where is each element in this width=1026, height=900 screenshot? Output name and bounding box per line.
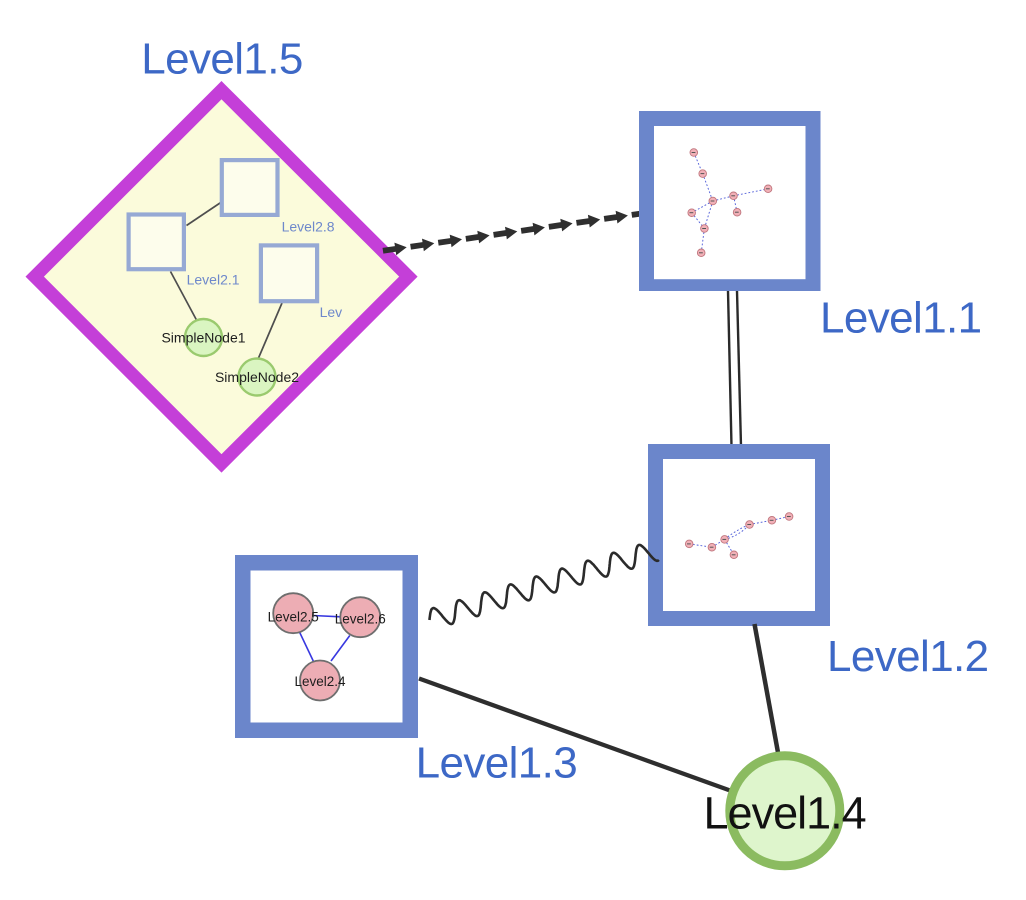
svg-text:Level1.2: Level1.2 <box>827 632 989 681</box>
svg-text:Level1.3: Level1.3 <box>416 739 578 788</box>
svg-text:Level1.1: Level1.1 <box>820 294 982 343</box>
svg-text:Level2.6: Level2.6 <box>335 611 386 626</box>
svg-text:Level1.5: Level1.5 <box>141 35 303 84</box>
svg-text:Level2.1: Level2.1 <box>187 272 240 288</box>
svg-text:Lev: Lev <box>320 304 343 320</box>
svg-text:Level1.4: Level1.4 <box>704 788 866 839</box>
svg-text:SimpleNode2: SimpleNode2 <box>215 369 299 385</box>
svg-text:Level2.8: Level2.8 <box>282 219 335 235</box>
svg-text:Level2.5: Level2.5 <box>268 610 319 625</box>
svg-text:Level2.4: Level2.4 <box>294 674 346 689</box>
svg-text:SimpleNode1: SimpleNode1 <box>161 330 245 346</box>
